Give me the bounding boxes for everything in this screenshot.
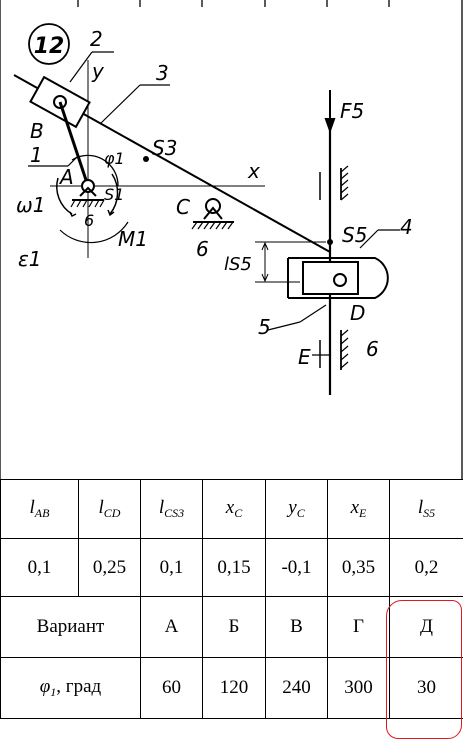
slider-4-block: [302, 261, 359, 295]
upper-guide-hatch: [340, 165, 349, 201]
m1-arrow-icon: [107, 209, 115, 217]
joint-d: [333, 273, 347, 287]
epsilon1-arc: [59, 221, 129, 244]
diagram-labels: 2 y 3 B S3 1 φ1 x A S1 C ω1 6 M1 ε1 6 lS…: [16, 27, 413, 369]
value-cell: 0,25: [78, 538, 141, 597]
label-link-1: 1: [30, 143, 43, 167]
phi1-arc: [71, 154, 119, 187]
label-point-a: A: [58, 165, 74, 189]
support-a: [79, 186, 97, 197]
value-cell: 0,35: [327, 538, 390, 597]
label-link-4: 4: [400, 215, 413, 239]
label-point-b: B: [30, 119, 44, 143]
value-cell: 0,1: [140, 538, 203, 597]
ground-c-hatch: [191, 221, 234, 230]
leader-lines: [28, 51, 400, 331]
label-link-2: 2: [90, 27, 103, 51]
label-force: F5: [340, 99, 364, 123]
variant-row: Вариант А Б В Г Д: [0, 596, 463, 658]
variant-label-cell: Вариант: [0, 596, 141, 658]
header-cell: xC: [202, 479, 266, 539]
label-s5: S5: [342, 223, 367, 247]
angle-label-cell: φ1, град: [0, 657, 141, 719]
lower-guide-hatch: [340, 329, 349, 369]
parameters-table-wrap: lAB lCD lCS3 xC yC xE lS5 0,1 0,25 0,1 0…: [0, 479, 463, 739]
figure-number: 12: [34, 34, 65, 59]
variant-cell: Г: [327, 596, 390, 658]
label-point-c: C: [176, 195, 190, 219]
label-axis-y: y: [91, 59, 105, 83]
label-m1: M1: [118, 227, 148, 251]
variant-cell: В: [265, 596, 328, 658]
force-arrow-icon: [324, 117, 336, 134]
frame-5: [288, 257, 389, 299]
omega1-arc: [56, 177, 73, 215]
s3-point: [143, 156, 149, 162]
variant-cell: А: [140, 596, 203, 658]
label-ground-e: 6: [366, 337, 379, 361]
link-1-crank: [58, 101, 90, 187]
angle-cell: 300: [327, 657, 390, 719]
top-border-lines: [0, 0, 463, 479]
label-s1: S1: [104, 185, 124, 204]
s5-point: [327, 239, 333, 245]
figure-number-circle: [28, 23, 70, 65]
ls5-arrow-up-icon: [261, 241, 269, 251]
label-omega1: ω1: [16, 193, 45, 217]
label-ground-a: 6: [84, 211, 94, 230]
values-row: 0,1 0,25 0,1 0,15 -0,1 0,35 0,2: [0, 538, 463, 597]
label-point-e: E: [298, 345, 311, 369]
header-cell: lS5: [389, 479, 463, 539]
label-link-3: 3: [156, 61, 169, 85]
header-cell: xE: [327, 479, 390, 539]
value-cell: 0,15: [202, 538, 266, 597]
label-phi1: φ1: [104, 149, 125, 168]
variant-cell: Б: [202, 596, 266, 658]
label-ground-c: 6: [196, 237, 209, 261]
variant-cell: Д: [389, 596, 463, 658]
mechanism-diagram: 12: [0, 0, 463, 479]
label-axis-x: x: [247, 159, 260, 183]
header-row: lAB lCD lCS3 xC yC xE lS5: [0, 479, 463, 539]
label-link-5: 5: [258, 315, 271, 339]
angle-cell: 30: [389, 657, 463, 719]
joint-a: [81, 179, 95, 193]
joint-c: [205, 198, 221, 214]
value-cell: 0,2: [389, 538, 463, 597]
angle-cell: 120: [202, 657, 266, 719]
ls5-arrow-down-icon: [261, 273, 269, 283]
header-cell: lCD: [78, 479, 141, 539]
angle-row: φ1, град 60 120 240 300 30: [0, 657, 463, 719]
label-point-d: D: [350, 301, 365, 325]
angle-cell: 240: [265, 657, 328, 719]
ground-a-hatch: [70, 199, 105, 208]
header-cell: lCS3: [140, 479, 203, 539]
support-c: [203, 206, 223, 220]
angle-cell: 60: [140, 657, 203, 719]
header-cell: lAB: [0, 479, 79, 539]
header-cell: yC: [265, 479, 328, 539]
label-epsilon1: ε1: [18, 247, 42, 271]
label-ls5: lS5: [224, 254, 252, 275]
omega1-arrow-icon: [69, 211, 77, 218]
value-cell: -0,1: [265, 538, 328, 597]
parameters-table: lAB lCD lCS3 xC yC xE lS5 0,1 0,25 0,1 0…: [0, 479, 463, 719]
m1-arc: [109, 173, 119, 215]
value-cell: 0,1: [0, 538, 79, 597]
label-s3: S3: [152, 136, 177, 160]
